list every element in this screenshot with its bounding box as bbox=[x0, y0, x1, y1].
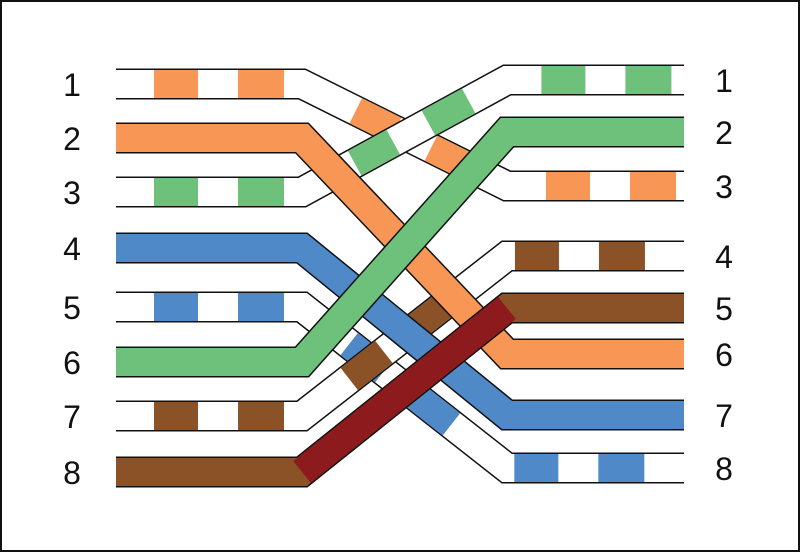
wire-base-white-green bbox=[116, 66, 684, 206]
right-pin-label: 7 bbox=[715, 398, 733, 434]
right-pin-label: 8 bbox=[715, 451, 733, 487]
right-pin-label: 6 bbox=[715, 337, 733, 373]
left-pin-label: 6 bbox=[63, 345, 81, 381]
left-pin-label: 4 bbox=[63, 231, 81, 267]
left-pin-label: 1 bbox=[63, 67, 81, 103]
right-pin-label: 5 bbox=[715, 291, 733, 327]
wire-crossing-brown bbox=[293, 297, 516, 483]
wire-body-green bbox=[116, 118, 684, 376]
left-pin-label: 2 bbox=[63, 121, 81, 157]
left-pin-label: 5 bbox=[63, 290, 81, 326]
left-pin-label: 8 bbox=[63, 455, 81, 491]
wire-brown bbox=[116, 292, 684, 488]
pin-labels: 1 2 3 4 5 6 7 8 1 2 3 4 5 6 7 8 bbox=[63, 63, 733, 491]
left-pin-label: 7 bbox=[63, 399, 81, 435]
wire-white-green bbox=[116, 64, 684, 208]
right-pin-label: 1 bbox=[715, 63, 733, 99]
left-pin-label: 3 bbox=[63, 175, 81, 211]
wires-layer bbox=[116, 64, 684, 488]
wire-body-blue bbox=[116, 234, 684, 429]
right-pin-label: 4 bbox=[715, 239, 733, 275]
right-pin-label: 3 bbox=[715, 169, 733, 205]
right-pin-label: 2 bbox=[715, 115, 733, 151]
wire-blue bbox=[116, 232, 684, 431]
wire-green bbox=[116, 116, 684, 378]
